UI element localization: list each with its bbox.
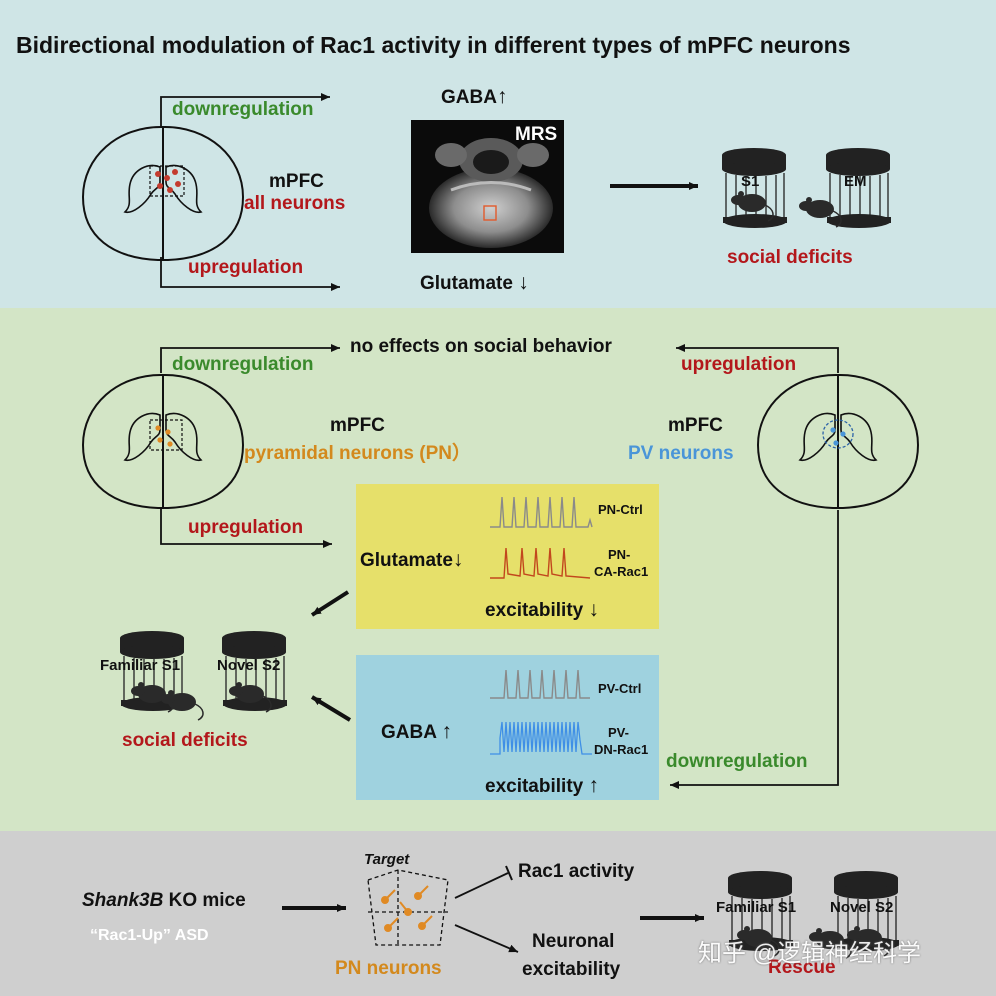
down-arrow-icon: ↓ (588, 598, 600, 621)
figure-title: Bidirectional modulation of Rac1 activit… (16, 32, 851, 58)
p2-pn-label: pyramidal neurons (PN） (244, 443, 471, 464)
p2-pv-label: PV neurons (628, 443, 734, 464)
down-arrow-icon: ↓ (452, 548, 464, 571)
pn-ctrl-label: PN-Ctrl (598, 502, 643, 517)
mrs-scan-image (411, 120, 564, 253)
pn-ctrl-trace (490, 496, 593, 528)
pv-excitability-box (356, 655, 659, 800)
up-arrow-icon: ↑ (441, 720, 453, 743)
p1-s1-label: S1 (741, 173, 760, 190)
p2-glutamate-label: Glutamate↓ (360, 548, 464, 571)
p1-region-label: mPFC (269, 171, 324, 192)
up-arrow-icon: ↑ (588, 774, 600, 797)
p2-upregulation-right: upregulation (681, 354, 797, 375)
neuronal-label: Neuronal (532, 931, 615, 952)
all-neurons-marker (155, 169, 181, 193)
p1-downregulation-label: downregulation (172, 99, 314, 120)
p1-outcome-label: social deficits (727, 247, 853, 268)
pn-rac1-label-2: CA-Rac1 (594, 564, 649, 579)
down-arrow-icon: ↓ (518, 271, 529, 294)
mrs-label: MRS (515, 124, 558, 145)
p2-no-effect-label: no effects on social behavior (350, 336, 612, 357)
p1-glutamate-label: Glutamate ↓ (420, 271, 529, 294)
pn-cells (381, 885, 433, 932)
pv-ctrl-trace (490, 669, 590, 699)
asd-label: “Rac1-Up” ASD (90, 927, 209, 944)
model-label: Shank3B KO mice (82, 890, 246, 911)
p2-region-left: mPFC (330, 415, 385, 436)
p2-downregulation-left: downregulation (172, 354, 314, 375)
pn-marker (155, 425, 173, 447)
pv-marker (830, 427, 846, 446)
pn-rac1-label-1: PN- (608, 547, 631, 562)
p2-excitability-pv: excitability ↑ (485, 774, 600, 797)
up-arrow-icon: ↑ (496, 85, 508, 108)
watermark: 知乎 @逻辑神经科学 (698, 940, 922, 967)
pn-target-diagram (367, 869, 449, 946)
p3-familiar-label: Familiar S1 (716, 899, 797, 916)
pv-rac1-trace (490, 721, 592, 755)
rac1-activity-label: Rac1 activity (518, 861, 635, 882)
pn-rac1-trace (490, 547, 591, 579)
p2-upregulation-left: upregulation (188, 517, 304, 538)
pv-ctrl-label: PV-Ctrl (598, 681, 642, 696)
target-label: Target (364, 851, 410, 868)
pn-excitability-box (356, 484, 659, 629)
pv-rac1-label-1: PV- (608, 725, 629, 740)
p2-gaba-label: GABA ↑ (381, 720, 453, 743)
p1-upregulation-label: upregulation (188, 257, 304, 278)
p1-neurons-label: all neurons (244, 193, 346, 214)
p2-excitability-pn: excitability ↓ (485, 598, 600, 621)
rescue-label: Rescue (768, 957, 836, 978)
p2-familiar-label: Familiar S1 (100, 657, 181, 674)
p1-em-label: EM (844, 173, 867, 190)
p2-outcome-label: social deficits (122, 730, 248, 751)
p2-novel-label: Novel S2 (217, 657, 281, 674)
pv-rac1-label-2: DN-Rac1 (594, 742, 649, 757)
p1-gaba-label: GABA↑ (441, 85, 508, 108)
panel-rescue (0, 831, 996, 996)
p3-novel-label: Novel S2 (830, 899, 894, 916)
excitability-label: excitability (522, 959, 621, 980)
p2-region-right: mPFC (668, 415, 723, 436)
p2-downregulation-right: downregulation (666, 751, 808, 772)
p3-pn-label: PN neurons (335, 958, 442, 979)
